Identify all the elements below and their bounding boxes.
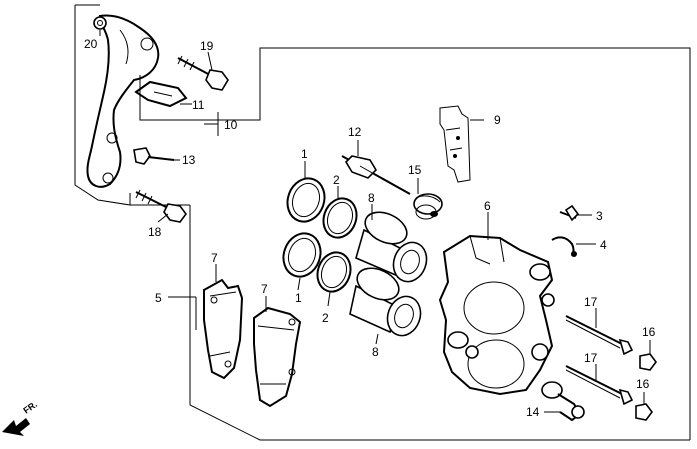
label-8-lower: 8 (372, 345, 379, 359)
label-3: 3 (596, 209, 603, 223)
label-16-lower: 16 (636, 377, 650, 391)
piston-8-lower (349, 267, 422, 337)
piston-seal-1-lower (282, 232, 322, 278)
front-label: FR. (21, 399, 39, 416)
dust-seal-2-lower (316, 251, 352, 293)
label-15: 15 (408, 163, 422, 177)
bleeder-screw-3 (559, 204, 580, 222)
label-11: 11 (192, 98, 205, 112)
label-16-upper: 16 (642, 325, 656, 339)
label-12: 12 (348, 125, 362, 139)
nut-20 (93, 16, 107, 30)
bolt-13 (133, 147, 175, 165)
label-20: 20 (84, 37, 98, 51)
label-7-inner: 7 (261, 282, 268, 296)
label-17-upper: 17 (584, 295, 598, 309)
assembly-outline-upper (74, 4, 691, 440)
label-9: 9 (494, 113, 501, 127)
bolt-19 (177, 55, 229, 91)
dust-seal-2-upper (322, 197, 358, 239)
pin-plug-16-upper (639, 353, 657, 371)
pad-pin-17-lower (565, 365, 634, 406)
label-2-upper: 2 (333, 173, 340, 187)
pin-plug-16-lower (635, 403, 653, 421)
sleeve-14 (541, 381, 585, 422)
leader-lines (99, 30, 651, 413)
front-direction-indicator: FR. (2, 399, 39, 436)
bolt-18 (135, 189, 187, 223)
brake-pad-7-inner (253, 306, 302, 408)
label-5: 5 (155, 291, 162, 305)
label-10: 10 (224, 118, 238, 132)
label-17-lower: 17 (584, 351, 598, 365)
arrow-down-left-icon (2, 418, 30, 436)
label-1-upper: 1 (301, 147, 308, 161)
label-4: 4 (600, 238, 607, 252)
pad-pin-17-upper (565, 315, 634, 356)
label-19: 19 (200, 39, 214, 53)
boot-15 (413, 193, 443, 220)
shim-plate-9 (439, 105, 471, 183)
pin-12 (341, 155, 411, 195)
label-18: 18 (148, 225, 162, 239)
label-1-lower: 1 (295, 291, 302, 305)
bleeder-cap-4 (551, 236, 577, 257)
label-6: 6 (484, 199, 491, 213)
label-8-upper: 8 (368, 191, 375, 205)
label-13: 13 (182, 153, 196, 167)
label-14: 14 (526, 405, 540, 419)
piston-seal-1-upper (286, 177, 326, 223)
caliper-bracket (86, 14, 160, 188)
label-2-lower: 2 (322, 311, 329, 325)
caliper-body-6 (438, 234, 555, 396)
label-7-outer: 7 (211, 251, 218, 265)
brake-pad-7-outer (203, 278, 244, 380)
piston-8-upper (355, 211, 428, 283)
part-number-labels: 1 1 2 2 3 4 5 6 7 7 8 8 9 10 11 12 13 14… (84, 37, 656, 419)
clip-11 (134, 80, 188, 108)
